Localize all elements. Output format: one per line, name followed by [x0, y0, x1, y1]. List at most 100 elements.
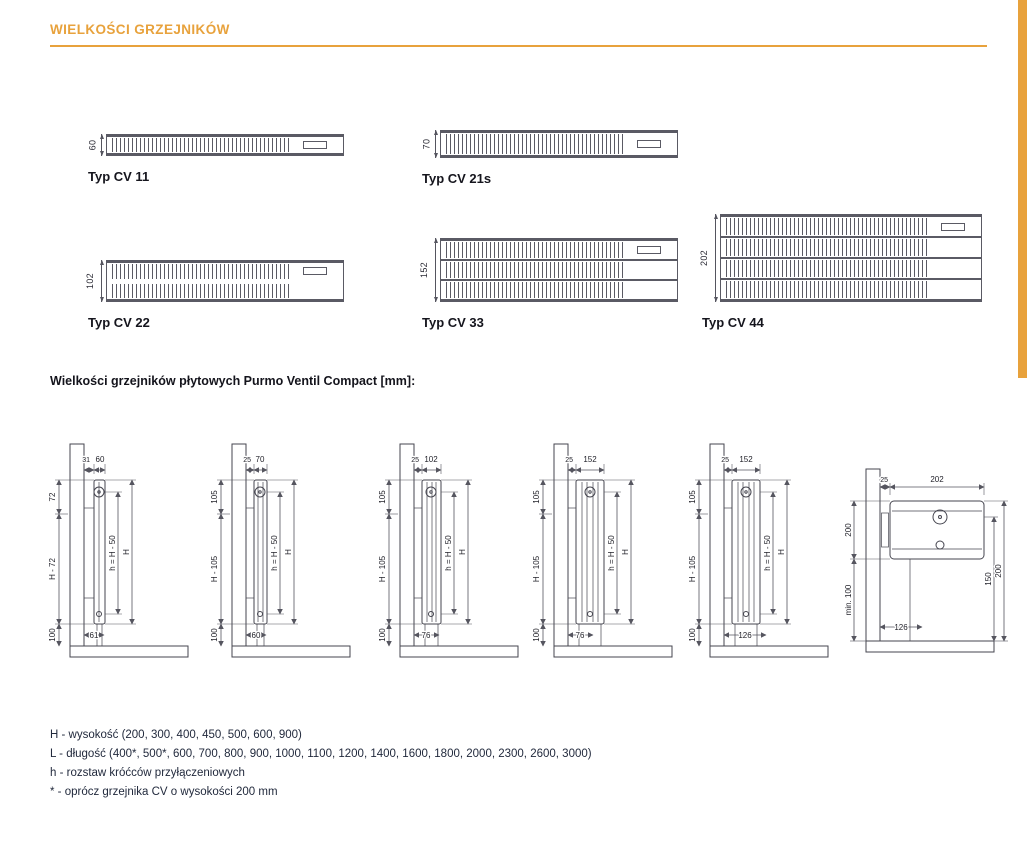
- footnote-height: H - wysokość (200, 300, 400, 450, 500, 6…: [50, 729, 302, 741]
- dim-H: H: [458, 549, 467, 555]
- convector-fins: [726, 260, 929, 277]
- dim-top-width: 202: [930, 475, 944, 484]
- dim-H: H: [122, 549, 131, 555]
- radiator-section-cv44: [720, 214, 982, 302]
- arrow-down-icon: [100, 297, 104, 302]
- footnotes: H - wysokość (200, 300, 400, 450, 500, 6…: [50, 726, 592, 802]
- bracket: [941, 222, 965, 231]
- radiator-plate: [441, 155, 677, 157]
- depth-dimension-cv44: 202: [699, 214, 720, 302]
- dim-upper: 105: [688, 490, 697, 504]
- convector-fins: [112, 138, 291, 152]
- top-view-cv33: 152 Typ CV 33: [419, 238, 678, 330]
- dimension-lines: [695, 464, 791, 647]
- wall-and-floor: [231, 443, 351, 658]
- end-zone: [625, 261, 677, 279]
- radiator-plate: [721, 215, 981, 217]
- convector-fins: [112, 264, 291, 279]
- radiator-convector: [721, 217, 981, 236]
- radiator-plate: [721, 299, 981, 301]
- dim-floor: 100: [688, 628, 697, 642]
- footnote-exception: * - oprócz grzejnika CV o wysokości 200 …: [50, 786, 278, 798]
- dim-H: H: [621, 549, 630, 555]
- radiator-plate: [441, 239, 677, 241]
- page-title: WIELKOŚCI GRZEJNIKÓW: [50, 22, 230, 37]
- radiator-convector: [721, 238, 981, 257]
- dimension-labels: 102 25 105 H - 105 100 h = H - 50 H 76: [377, 454, 469, 643]
- dim-floor: 100: [532, 628, 541, 642]
- radiator-convector: [721, 259, 981, 278]
- dim-H: H: [777, 549, 786, 555]
- wall-and-floor: [69, 443, 189, 658]
- corner-view-cv44: 202 25 150 200 200 min. 100 126: [843, 468, 1008, 653]
- radiator-body: [724, 479, 761, 646]
- dim-h: h = H - 50: [444, 535, 453, 571]
- arrow-up-icon: [434, 238, 438, 243]
- dim-middle: H - 105: [688, 555, 697, 582]
- type-label-cv11: Typ CV 11: [88, 169, 150, 184]
- convector-fins: [112, 283, 291, 298]
- section-title: Wielkości grzejników płytowych Purmo Ven…: [50, 374, 416, 388]
- bracket: [303, 267, 327, 276]
- top-view-cv44: 202: [699, 214, 982, 330]
- dim-wall-gap: 31: [82, 457, 90, 464]
- top-view-cv21s: 70 Typ CV 21s: [420, 130, 678, 186]
- dim-floor: 100: [48, 628, 57, 642]
- radiator-body: [414, 479, 442, 646]
- convector-fins: [446, 262, 625, 278]
- end-zone: [291, 137, 343, 153]
- arrow-down-icon: [714, 297, 718, 302]
- radiator-convector: [441, 281, 677, 299]
- dim-upper: 105: [210, 490, 219, 504]
- radiator-plate: [721, 278, 981, 280]
- end-zone: [929, 259, 981, 278]
- depth-dimension-cv21s: 70: [420, 130, 440, 158]
- radiator-convector: [107, 137, 343, 153]
- arrow-down-icon: [434, 297, 438, 302]
- radiator-body: [568, 479, 605, 646]
- radiator-plate: [107, 153, 343, 155]
- dimension-lines: [539, 464, 635, 647]
- bracket: [637, 140, 661, 148]
- end-zone: [625, 133, 677, 155]
- dimension-labels: 60 31 72 H - 72 100 h = H - 50 H 61: [47, 454, 133, 643]
- dim-wall-gap: 25: [721, 457, 729, 464]
- top-view-cv22: 102 Typ CV 22: [85, 260, 344, 330]
- depth-label: 152: [419, 262, 430, 278]
- dimension-lines: [55, 464, 136, 647]
- radiator-section-cv33: [440, 238, 678, 302]
- dimension-lines: [217, 464, 298, 647]
- end-zone: [929, 217, 981, 236]
- dim-pipe: 126: [894, 623, 908, 632]
- dim-top-width: 70: [256, 455, 265, 464]
- convector-fins: [726, 281, 929, 298]
- end-zone: [929, 280, 981, 299]
- dim-floor: 100: [210, 628, 219, 642]
- type-label-cv33: Typ CV 33: [422, 315, 484, 330]
- dim-upper: 72: [48, 492, 57, 501]
- wall-and-floor: [399, 443, 519, 658]
- type-label-cv44: Typ CV 44: [702, 315, 764, 330]
- dim-upper: 105: [378, 490, 387, 504]
- dim-pipe: 61: [90, 631, 99, 640]
- depth-label: 202: [699, 250, 710, 266]
- convector-fins: [446, 282, 625, 298]
- dim-wall-gap: 25: [880, 477, 888, 484]
- depth-label: 60: [87, 139, 98, 151]
- arrow-down-icon: [100, 151, 104, 156]
- convector-fins: [446, 134, 625, 154]
- side-view-cv11: 60 31 72 H - 72 100 h = H - 50 H 61: [47, 443, 189, 658]
- dim-pipe: 60: [252, 631, 261, 640]
- wall-and-floor: [553, 443, 673, 658]
- end-zone: [625, 281, 677, 299]
- dim-right-inner: 150: [984, 572, 993, 586]
- end-zone: [929, 238, 981, 257]
- dimension-lines: [385, 464, 472, 647]
- radiator-plate: [441, 259, 677, 261]
- radiator-plate: [441, 131, 677, 133]
- radiator-section-cv21s: [440, 130, 678, 158]
- arrow-up-icon: [714, 214, 718, 219]
- radiator-plate: [441, 299, 677, 301]
- end-zone: [291, 282, 343, 299]
- radiator-body: [84, 479, 106, 646]
